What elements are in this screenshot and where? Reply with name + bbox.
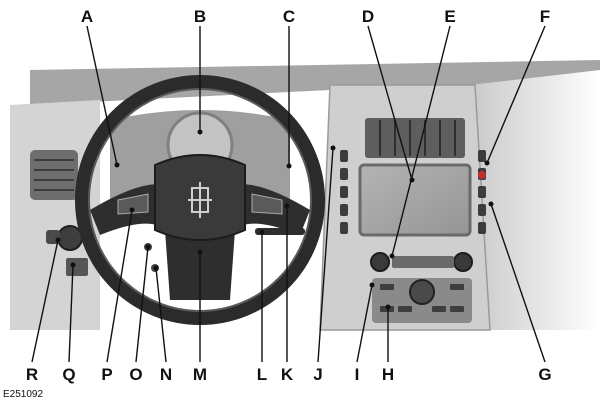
climate-center-dial — [410, 280, 434, 304]
audio-button-row — [392, 256, 454, 268]
callout-l: L — [257, 365, 267, 384]
callout-c: C — [283, 7, 295, 26]
callout-i: I — [355, 365, 360, 384]
callout-q: Q — [62, 365, 75, 384]
lincoln-logo — [188, 182, 212, 218]
callout-m: M — [193, 365, 207, 384]
touchscreen-display — [360, 165, 470, 235]
callout-k: K — [281, 365, 294, 384]
callout-labels-bottom: R Q P O N M L K J I H G — [26, 365, 552, 384]
headlamp-control-knob — [58, 226, 82, 250]
callout-f: F — [540, 7, 550, 26]
callout-b: B — [194, 7, 206, 26]
callout-labels-top: A B C D E F — [81, 7, 550, 26]
left-air-vent — [30, 150, 78, 200]
dashboard-illustration — [10, 60, 600, 330]
callout-r: R — [26, 365, 38, 384]
tune-knob — [454, 253, 472, 271]
dashboard-right-panel — [470, 70, 600, 330]
volume-knob — [371, 253, 389, 271]
callout-a: A — [81, 7, 93, 26]
lower-left-switch-panel — [66, 258, 88, 276]
callout-e: E — [444, 7, 455, 26]
hazard-button — [478, 171, 486, 179]
figure-id: E251092 — [3, 389, 43, 400]
callout-n: N — [160, 365, 172, 384]
callout-p: P — [101, 365, 112, 384]
callout-h: H — [382, 365, 394, 384]
callout-d: D — [362, 7, 374, 26]
callout-j: J — [313, 365, 322, 384]
callout-g: G — [538, 365, 551, 384]
callout-o: O — [129, 365, 142, 384]
